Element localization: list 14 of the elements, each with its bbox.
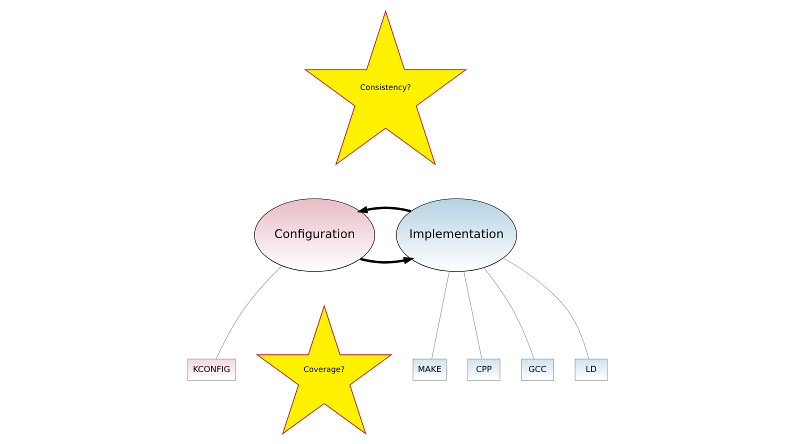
connector: [464, 270, 482, 359]
arrow: [356, 205, 412, 213]
connector: [216, 264, 282, 359]
node-box: GCC: [521, 358, 554, 380]
node-box: KCONFIG: [187, 358, 236, 380]
node-ellipse: Implementation: [396, 198, 517, 272]
node-box: LD: [574, 358, 608, 380]
node-box: CPP: [468, 358, 500, 380]
arrow: [360, 256, 414, 264]
connector: [484, 266, 534, 359]
node-box: MAKE: [412, 358, 447, 380]
connector: [431, 270, 450, 359]
node-ellipse: Configuration: [254, 198, 376, 272]
connector: [503, 257, 590, 359]
